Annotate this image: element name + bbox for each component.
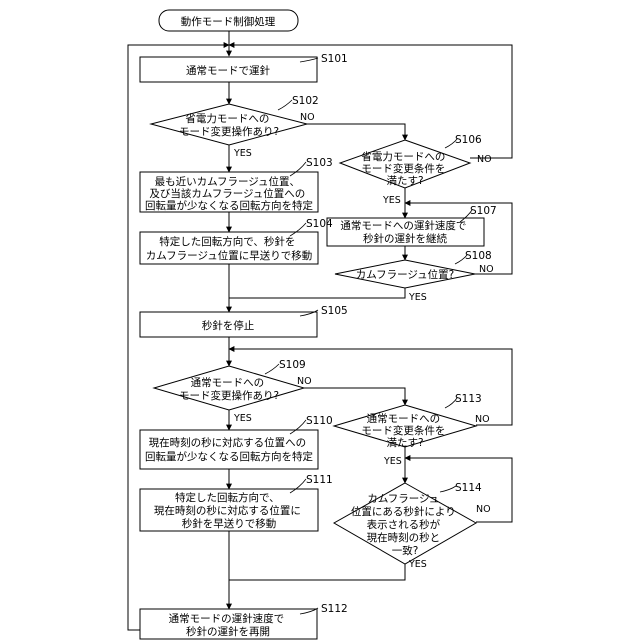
s105-text: 秒針を停止 (202, 319, 255, 332)
label-s111: S111 (306, 474, 333, 486)
edge-s108-no: NO (479, 264, 494, 275)
s108-text: カムフラージュ位置? (356, 268, 455, 281)
edge-s108-yes: YES (408, 292, 427, 303)
label-s106: S106 (455, 134, 482, 146)
label-s107: S107 (470, 205, 497, 217)
label-s104: S104 (306, 218, 333, 230)
edge-s106-no: NO (477, 154, 492, 165)
edge-s109-yes: YES (233, 413, 252, 424)
label-s113: S113 (455, 393, 482, 405)
label-s109: S109 (279, 359, 306, 371)
label-s101: S101 (321, 53, 348, 65)
label-s112: S112 (321, 603, 348, 615)
label-s105: S105 (321, 305, 348, 317)
edge-s106-yes: YES (382, 195, 401, 206)
edge-s113-no: NO (475, 414, 490, 425)
process-s110 (140, 430, 318, 469)
s114-text: カムフラージュ 位置にある秒針により 表示される秒が 現在時刻の秒と 一致? (351, 493, 459, 557)
edge-s114-no: NO (476, 504, 491, 515)
label-s108: S108 (465, 250, 492, 262)
edge-s102-no: NO (300, 112, 315, 123)
edge-s114-yes: YES (408, 559, 427, 570)
label-s103: S103 (306, 157, 333, 169)
start-text: 動作モード制御処理 (181, 15, 276, 28)
label-s114: S114 (455, 482, 482, 494)
edge-s113-yes: YES (383, 456, 402, 467)
label-s102: S102 (292, 95, 319, 107)
edge-s109-no: NO (297, 376, 312, 387)
s106-text: 省電力モードへの モード変更条件を 満たす? (361, 150, 448, 187)
label-s110: S110 (306, 415, 333, 427)
s113-text: 通常モードへの モード変更条件を 満たす? (361, 412, 448, 449)
s101-text: 通常モードで運針 (186, 64, 270, 77)
s103-text: 最も近いカムフラージュ位置、 及び当該カムフラージュ位置への 回転量が少なくなる… (145, 175, 313, 212)
edge-s102-yes: YES (233, 148, 252, 159)
